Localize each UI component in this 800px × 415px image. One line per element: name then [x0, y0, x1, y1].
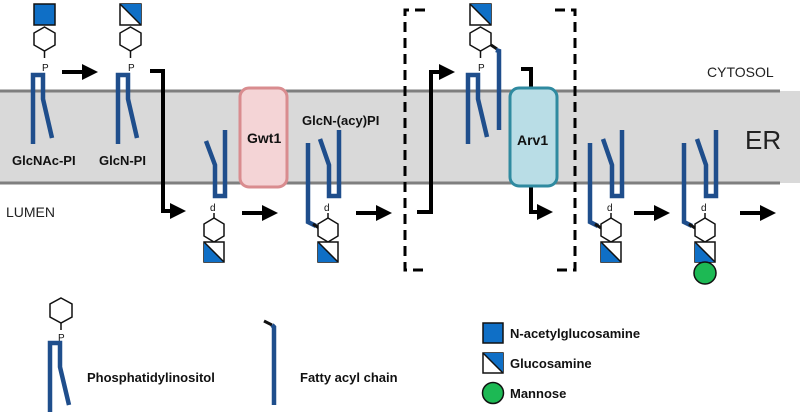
glcn-acy-pi-cytosol-molecule: P — [465, 3, 502, 144]
inositol-ring-icon — [49, 297, 73, 324]
phosphate-label: P — [58, 333, 65, 344]
glucosamine-icon — [694, 241, 716, 263]
man-glcn-acy-pi-molecule: d — [681, 130, 719, 285]
inositol-ring-icon — [600, 217, 622, 243]
mannose-icon — [693, 261, 717, 285]
legend-mannose: Mannose — [481, 381, 566, 405]
arv1-enzyme: Arv1 — [508, 86, 559, 188]
glucosamine-icon — [203, 241, 225, 263]
inositol-ring-icon — [119, 26, 142, 52]
glucosamine-icon — [119, 3, 142, 26]
inositol-ring-icon — [203, 217, 225, 243]
phosphate-label: P — [478, 63, 485, 74]
er-membrane — [0, 89, 800, 185]
glcnac-icon — [33, 3, 56, 26]
legend-mannose-label: Mannose — [510, 386, 566, 401]
cytosol-label: CYTOSOL — [707, 64, 774, 80]
phosphate-label: P — [128, 63, 135, 74]
d-label: d — [607, 203, 613, 214]
legend-glucosamine-label: Glucosamine — [510, 356, 592, 371]
glcnac-pi-label: GlcNAc-PI — [12, 153, 76, 168]
legend-glcnac-label: N-acetylglucosamine — [510, 326, 640, 341]
legend-pi: P Phosphatidylinositol — [47, 297, 215, 412]
flip-arrow-icon — [150, 69, 186, 219]
glcn-acy-pi-molecule: GlcN-(acy)PI d — [302, 113, 379, 263]
lumen-label: LUMEN — [6, 204, 55, 220]
legend-pi-label: Phosphatidylinositol — [87, 370, 215, 385]
right-bracket — [555, 8, 577, 272]
glucosamine-icon — [482, 352, 504, 374]
left-bracket — [403, 8, 425, 272]
glucosamine-icon — [469, 3, 492, 26]
legend: P Phosphatidylinositol Fatty acyl chain … — [47, 297, 640, 412]
legend-fatty-acyl: Fatty acyl chain — [263, 319, 398, 405]
glcn-acy-pi-label: GlcN-(acy)PI — [302, 113, 379, 128]
phosphate-label: P — [42, 63, 49, 74]
legend-glcnac: N-acetylglucosamine — [482, 322, 640, 344]
arv1-label: Arv1 — [517, 132, 548, 148]
glucosamine-icon — [317, 241, 339, 263]
glcn-pi-molecule: P GlcN-PI — [99, 3, 146, 168]
inositol-ring-icon — [317, 217, 339, 243]
glcnac-pi-molecule: P GlcNAc-PI — [12, 3, 76, 168]
flip-arrow-icon — [417, 64, 455, 214]
gwt1-label: Gwt1 — [247, 130, 281, 146]
glucosamine-icon — [600, 241, 622, 263]
d-label: d — [210, 203, 216, 214]
inositol-ring-icon — [694, 217, 716, 243]
glcnac-icon — [482, 322, 504, 344]
mannose-icon — [481, 381, 505, 405]
glcn-pi-lumen-molecule: P d — [203, 130, 228, 263]
inositol-ring-icon — [469, 26, 492, 52]
legend-glucosamine: Glucosamine — [482, 352, 592, 374]
d-label: d — [324, 203, 330, 214]
er-label: ER — [745, 125, 781, 155]
d-label: d — [701, 203, 707, 214]
inositol-ring-icon — [33, 26, 56, 52]
glcn-acy-pi-lumen-molecule: d — [587, 130, 625, 263]
glcn-pi-label: GlcN-PI — [99, 153, 146, 168]
gwt1-enzyme: Gwt1 — [238, 86, 289, 189]
legend-fatty-acyl-label: Fatty acyl chain — [300, 370, 398, 385]
